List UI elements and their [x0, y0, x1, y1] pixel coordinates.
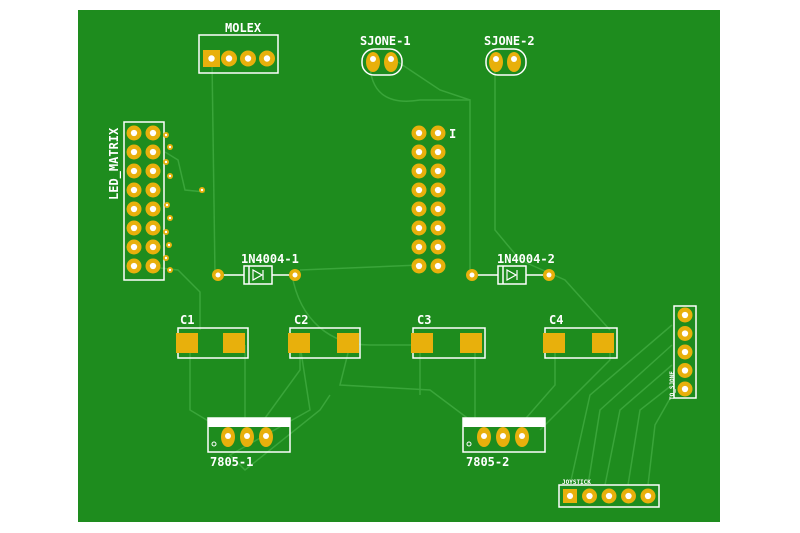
center-pad-1-hole	[415, 129, 423, 137]
capacitor-c2[interactable]	[288, 327, 361, 359]
capacitor-c1[interactable]	[176, 327, 249, 359]
sjone2-label: SJONE-2	[484, 34, 535, 48]
c1-label: C1	[180, 313, 194, 327]
center-pad-12-hole	[434, 224, 442, 232]
joystick-label: JOYSTICK	[562, 479, 591, 486]
center-pad-6-hole	[434, 167, 442, 175]
c2-pad-1	[288, 333, 310, 353]
traces	[159, 59, 673, 486]
capacitor-c3[interactable]	[411, 327, 486, 359]
center-pad-14-hole	[434, 243, 442, 251]
reg1-label: 7805-1	[210, 455, 253, 469]
capacitor-c4[interactable]	[543, 327, 618, 359]
led-pad-9-hole	[130, 205, 138, 213]
c1-pad-1	[176, 333, 198, 353]
led-pad-15-hole	[130, 262, 138, 270]
molex-pad-1-hole	[208, 55, 215, 62]
to-sjone-pad-4-hole	[681, 367, 689, 374]
c1-pad-2	[223, 333, 245, 353]
c4-label: C4	[549, 313, 563, 327]
center-pad-3-hole	[415, 148, 423, 156]
joystick-pad-2-hole	[586, 492, 593, 500]
pin1-marker: I	[449, 127, 456, 141]
center-pad-15-hole	[415, 262, 423, 270]
reg2-tab	[463, 418, 545, 427]
joystick-pad-1-hole	[566, 492, 574, 500]
to-sjone-label: TO_SJONE	[669, 371, 676, 400]
led-pad-7-hole	[130, 186, 138, 194]
c2-pad-2	[337, 333, 359, 353]
led-pad-10-hole	[149, 205, 157, 213]
vias	[163, 132, 205, 273]
center-pad-10-hole	[434, 205, 442, 213]
led-pad-4-hole	[149, 148, 157, 156]
led-pad-1-hole	[130, 129, 138, 137]
center-pad-4-hole	[434, 148, 442, 156]
led-pad-3-hole	[130, 148, 138, 156]
joystick-pad-4-hole	[625, 492, 632, 500]
led-header-outline	[123, 121, 165, 281]
center-pad-13-hole	[415, 243, 423, 251]
center-pad-5-hole	[415, 167, 423, 175]
center-header[interactable]	[411, 125, 446, 274]
reg2-label: 7805-2	[466, 455, 509, 469]
joystick-pad-5-hole	[644, 492, 652, 500]
led-pad-8-hole	[149, 186, 157, 194]
sjone2-connector[interactable]	[485, 48, 527, 76]
led-pad-13-hole	[130, 243, 138, 251]
c4-pad-1	[543, 333, 565, 353]
to-sjone-pad-1-hole	[681, 311, 689, 319]
diode2-label: 1N4004-2	[497, 252, 555, 266]
c3-label: C3	[417, 313, 431, 327]
led-pad-6-hole	[149, 167, 157, 175]
led-pad-16-hole	[149, 262, 157, 270]
joystick-pad-3-hole	[605, 492, 613, 500]
led-pad-14-hole	[149, 243, 157, 251]
to-sjone-pad-3-hole	[681, 348, 689, 356]
diode-1[interactable]	[212, 265, 301, 285]
center-pad-7-hole	[415, 186, 423, 194]
c2-label: C2	[294, 313, 308, 327]
sjone1-connector[interactable]	[361, 48, 403, 76]
center-pad-8-hole	[434, 186, 442, 194]
center-pad-2-hole	[434, 129, 442, 137]
molex-outline	[198, 34, 279, 74]
sjone1-label: SJONE-1	[360, 34, 411, 48]
reg1-tab	[208, 418, 290, 427]
diode-2[interactable]	[466, 265, 555, 285]
to-sjone-pad-2-hole	[681, 330, 689, 337]
regulator-7805-1[interactable]	[207, 417, 291, 453]
c3-pad-1	[411, 333, 433, 353]
diode-symbol-icon	[252, 268, 264, 282]
led-matrix-header[interactable]	[123, 121, 165, 281]
led-matrix-label: LED_MATRIX	[107, 127, 122, 200]
led-pad-5-hole	[130, 167, 138, 175]
molex-connector[interactable]	[198, 34, 279, 74]
to-sjone-header[interactable]	[673, 305, 697, 399]
regulator-7805-2[interactable]	[462, 417, 546, 453]
c3-pad-2	[460, 333, 482, 353]
diode1-label: 1N4004-1	[241, 252, 299, 266]
molex-label: MOLEX	[225, 21, 262, 35]
led-pad-11-hole	[130, 224, 138, 232]
center-pad-11-hole	[415, 224, 423, 232]
diode-symbol-icon	[506, 268, 518, 282]
c4-pad-2	[592, 333, 614, 353]
led-pad-2-hole	[149, 129, 157, 137]
joystick-header[interactable]	[558, 484, 660, 508]
to-sjone-pad-5-hole	[681, 385, 689, 393]
center-pad-9-hole	[415, 205, 423, 213]
led-pad-12-hole	[149, 224, 157, 232]
center-pad-16-hole	[434, 262, 442, 270]
